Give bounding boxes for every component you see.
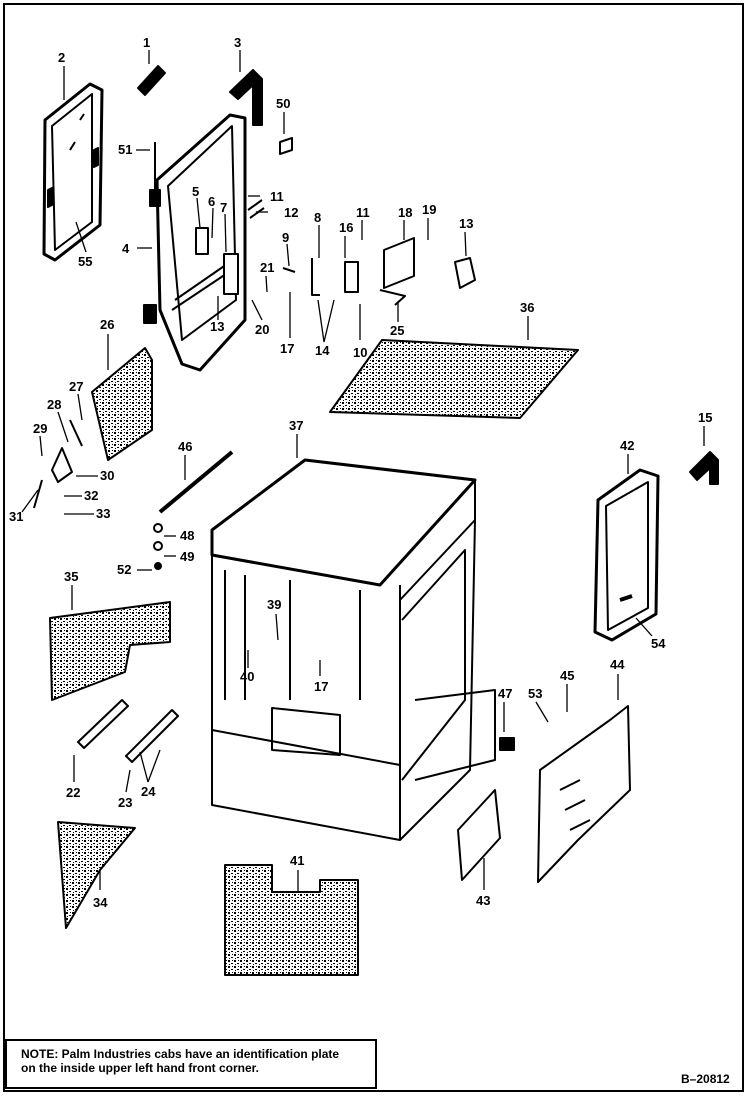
callout-13a: 13 — [210, 319, 224, 334]
bracket-part-16 — [344, 261, 359, 293]
callout-15: 15 — [698, 410, 712, 425]
callout-37: 37 — [289, 418, 303, 433]
callout-46: 46 — [178, 439, 192, 454]
angle-part-23 — [125, 709, 179, 763]
side-panel-part-44 — [537, 705, 631, 883]
callout-25: 25 — [390, 323, 404, 338]
callout-39: 39 — [267, 597, 281, 612]
callout-5: 5 — [192, 184, 199, 199]
foam-part-41 — [224, 864, 359, 976]
callout-20: 20 — [255, 322, 269, 337]
callout-23: 23 — [118, 795, 132, 810]
angle-part-22 — [77, 699, 129, 749]
panel-part-43 — [457, 789, 501, 881]
side-window-part-42 — [593, 468, 660, 642]
screw-part-28 — [69, 419, 83, 447]
callout-8: 8 — [314, 210, 321, 225]
note-line-2: on the inside upper left hand front corn… — [21, 1061, 260, 1075]
callout-26: 26 — [100, 317, 114, 332]
callout-3: 3 — [234, 35, 241, 50]
callout-54: 54 — [651, 636, 666, 651]
drawing-code: B–20812 — [681, 1072, 730, 1086]
screw-part-31 — [33, 479, 43, 509]
latch-part-13b — [454, 257, 476, 289]
callout-41: 41 — [290, 853, 304, 868]
callout-24: 24 — [141, 784, 156, 799]
callout-51: 51 — [118, 142, 132, 157]
striker-part-12 — [247, 199, 265, 219]
roof-foam-part-36 — [329, 339, 579, 419]
foam-part-34 — [57, 821, 136, 929]
callout-42: 42 — [620, 438, 634, 453]
callout-47: 47 — [498, 686, 512, 701]
callout-27: 27 — [69, 379, 83, 394]
callout-21: 21 — [260, 260, 274, 275]
callout-36: 36 — [520, 300, 534, 315]
seal-part-15 — [689, 451, 719, 485]
callout-32: 32 — [84, 488, 98, 503]
foam-part-26 — [91, 347, 153, 461]
label-part-50 — [279, 137, 293, 155]
callout-18: 18 — [398, 205, 412, 220]
bracket-part-18 — [383, 237, 415, 289]
callout-16: 16 — [339, 220, 353, 235]
bracket-part-25 — [379, 289, 406, 306]
callout-45: 45 — [560, 668, 574, 683]
drawing-border — [3, 3, 744, 1092]
leader-lines — [21, 50, 705, 892]
seal-part-1 — [137, 65, 166, 96]
callout-10: 10 — [353, 345, 367, 360]
callout-11b: 11 — [356, 205, 370, 220]
callout-4: 4 — [122, 241, 130, 256]
callout-53: 53 — [528, 686, 542, 701]
callout-33: 33 — [96, 506, 110, 521]
callout-40: 40 — [240, 669, 254, 684]
callout-9: 9 — [282, 230, 289, 245]
rear-window-part-2 — [42, 82, 104, 262]
callout-14: 14 — [315, 343, 330, 358]
callout-17b: 17 — [314, 679, 328, 694]
callout-12: 12 — [284, 205, 298, 220]
callout-35: 35 — [64, 569, 78, 584]
cab-frame-part-37 — [210, 458, 496, 841]
callout-52: 52 — [117, 562, 131, 577]
callout-49: 49 — [180, 549, 194, 564]
hinge-part-30 — [51, 447, 73, 483]
latch-part-5 — [195, 227, 209, 255]
strut-part-46 — [158, 450, 234, 514]
latch-part-13a — [223, 253, 239, 295]
callout-6: 6 — [208, 194, 215, 209]
callout-55: 55 — [78, 254, 92, 269]
callout-44: 44 — [610, 657, 625, 672]
callout-34: 34 — [93, 895, 108, 910]
callout-22: 22 — [66, 785, 80, 800]
note-box: NOTE: Palm Industries cabs have an ident… — [5, 1039, 377, 1089]
foam-part-35 — [49, 601, 171, 701]
callout-13b: 13 — [459, 216, 473, 231]
callout-50: 50 — [276, 96, 290, 111]
callout-11a: 11 — [270, 189, 284, 204]
door-part-4 — [143, 113, 247, 372]
seal-part-3 — [229, 69, 263, 126]
callout-labels: 1 2 3 4 5 6 7 8 9 10 11 11 12 13 13 14 1… — [9, 35, 712, 910]
pad-part-47 — [499, 737, 515, 751]
callout-48: 48 — [180, 528, 194, 543]
callout-28: 28 — [47, 397, 61, 412]
rod-part-8 — [311, 258, 320, 296]
callout-19: 19 — [422, 202, 436, 217]
bolt-part-9 — [282, 267, 296, 273]
callout-30: 30 — [100, 468, 114, 483]
callout-43: 43 — [476, 893, 490, 908]
note-line-1: NOTE: Palm Industries cabs have an ident… — [21, 1047, 340, 1061]
callout-31: 31 — [9, 509, 23, 524]
callout-17a: 17 — [280, 341, 294, 356]
callout-29: 29 — [33, 421, 47, 436]
callout-1: 1 — [143, 35, 150, 50]
callout-7: 7 — [220, 200, 227, 215]
callout-2: 2 — [58, 50, 65, 65]
